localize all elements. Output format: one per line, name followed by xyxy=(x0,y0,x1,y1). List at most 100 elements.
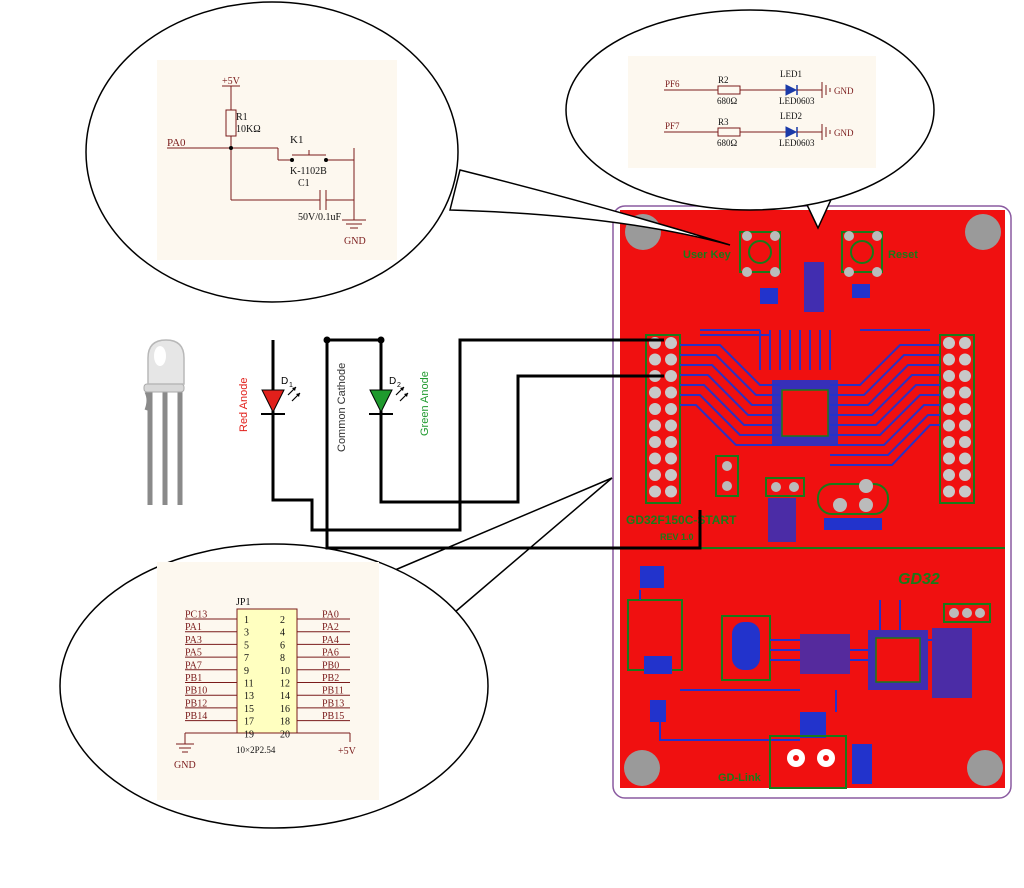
pcb-pad xyxy=(943,469,955,481)
header-ground: GND xyxy=(174,760,196,771)
header-left-pin: 15 xyxy=(244,704,254,715)
header-left-pin: 1 xyxy=(244,615,249,626)
d2-sub: 2 xyxy=(397,382,401,389)
header-right-pin: 6 xyxy=(280,640,285,651)
pcb-pad xyxy=(665,370,677,382)
pcb-pad xyxy=(649,436,661,448)
header-right-pin: 16 xyxy=(280,704,290,715)
header-left-pin: 17 xyxy=(244,717,254,728)
rgb-led-photo xyxy=(143,339,185,505)
header-left-net: PB1 xyxy=(185,673,202,684)
key-cap-value: 50V/0.1uF xyxy=(298,212,342,223)
pcb-pad xyxy=(943,353,955,366)
gd32-logo: GD32 xyxy=(898,571,940,588)
pcb-pad xyxy=(943,386,955,399)
led-net: PF7 xyxy=(665,121,680,131)
gd-link-label: GD-Link xyxy=(718,772,762,784)
header-left-pin: 5 xyxy=(244,640,249,651)
pcb-pad xyxy=(959,386,971,399)
pcb-pad xyxy=(959,436,971,448)
pcb-pad xyxy=(649,452,661,465)
key-resistor-value: 10KΩ xyxy=(236,124,261,135)
pcb-pad xyxy=(649,386,661,399)
common-cathode-label: Common Cathode xyxy=(336,363,348,452)
key-resistor-ref: R1 xyxy=(236,112,248,123)
mounting-hole xyxy=(967,750,1003,786)
header-right-pin: 18 xyxy=(280,717,290,728)
header-left-net: PA5 xyxy=(185,648,202,659)
header-footprint: 10×2P2.54 xyxy=(236,745,276,755)
header-right-pin: 10 xyxy=(280,666,290,677)
header-rail: +5V xyxy=(338,746,357,757)
pcb-pad xyxy=(959,353,971,366)
pcb-right-header xyxy=(939,334,975,504)
pcb-pad xyxy=(959,469,971,481)
key-switch-part: K-1102B xyxy=(290,166,327,177)
led-ref: LED2 xyxy=(780,111,802,121)
header-left-pin: 19 xyxy=(244,729,254,740)
header-left-net: PB10 xyxy=(185,686,207,697)
pcb-pad xyxy=(665,469,677,481)
header-right-net: PA2 xyxy=(322,622,339,633)
diode-d1: D 1 xyxy=(261,376,301,415)
mounting-hole xyxy=(624,750,660,786)
header-left-pin: 13 xyxy=(244,691,254,702)
header-right-pin: 8 xyxy=(280,653,285,664)
pcb-pad xyxy=(665,403,677,415)
header-pin-row: PB14 PB15 17 18 xyxy=(185,711,350,728)
pcb-pad xyxy=(959,370,971,382)
pcb-pad xyxy=(943,452,955,465)
pcb-pad xyxy=(665,386,677,399)
header-left-net: PB14 xyxy=(185,711,207,722)
pcb-usb-connector xyxy=(769,735,872,789)
pcb-pad xyxy=(665,452,677,465)
pcb-pad xyxy=(943,419,955,432)
header-right-net: PA6 xyxy=(322,648,339,659)
d2-label: D xyxy=(389,376,396,387)
board-rev: REV 1.0 xyxy=(660,532,694,542)
led-ref: LED1 xyxy=(780,69,802,79)
pcb-pad xyxy=(649,485,661,498)
pcb-board: User Key Reset xyxy=(612,205,1012,799)
pcb-pad xyxy=(959,337,971,349)
led-resistor-value: 680Ω xyxy=(717,96,738,106)
header-left-pin: 7 xyxy=(244,653,249,664)
user-key-label: User Key xyxy=(683,249,732,261)
header-pin-row: PA5 PA6 7 8 xyxy=(185,648,350,664)
key-callout: +5V PA0 R1 10KΩ K1 K-1102B C1 50V/0.1uF … xyxy=(85,1,731,303)
pcb-pad xyxy=(943,436,955,448)
header-left-pin: 9 xyxy=(244,666,249,677)
led-ground: GND xyxy=(834,128,854,138)
header-right-pin: 2 xyxy=(280,615,285,626)
led-package: LED0603 xyxy=(779,96,815,106)
pcb-pad xyxy=(665,436,677,448)
pcb-pad xyxy=(649,419,661,432)
pcb-pad xyxy=(649,469,661,481)
pcb-pad xyxy=(959,452,971,465)
green-anode-label: Green Anode xyxy=(419,371,431,436)
header-right-pin: 20 xyxy=(280,729,290,740)
pcb-pad xyxy=(665,485,677,498)
header-ref: JP1 xyxy=(236,597,250,608)
led-resistor-ref: R3 xyxy=(718,117,729,127)
key-rail-label: +5V xyxy=(222,76,241,87)
d1-sub: 1 xyxy=(289,382,293,389)
pcb-pad xyxy=(943,337,955,349)
header-right-net: PB15 xyxy=(322,711,344,722)
pcb-pad xyxy=(943,370,955,382)
header-right-pin: 12 xyxy=(280,679,290,690)
d1-label: D xyxy=(281,376,288,387)
mounting-hole xyxy=(965,214,1001,250)
pcb-pad xyxy=(959,403,971,415)
key-ground-label: GND xyxy=(344,236,366,247)
header-left-net: PB12 xyxy=(185,698,207,709)
